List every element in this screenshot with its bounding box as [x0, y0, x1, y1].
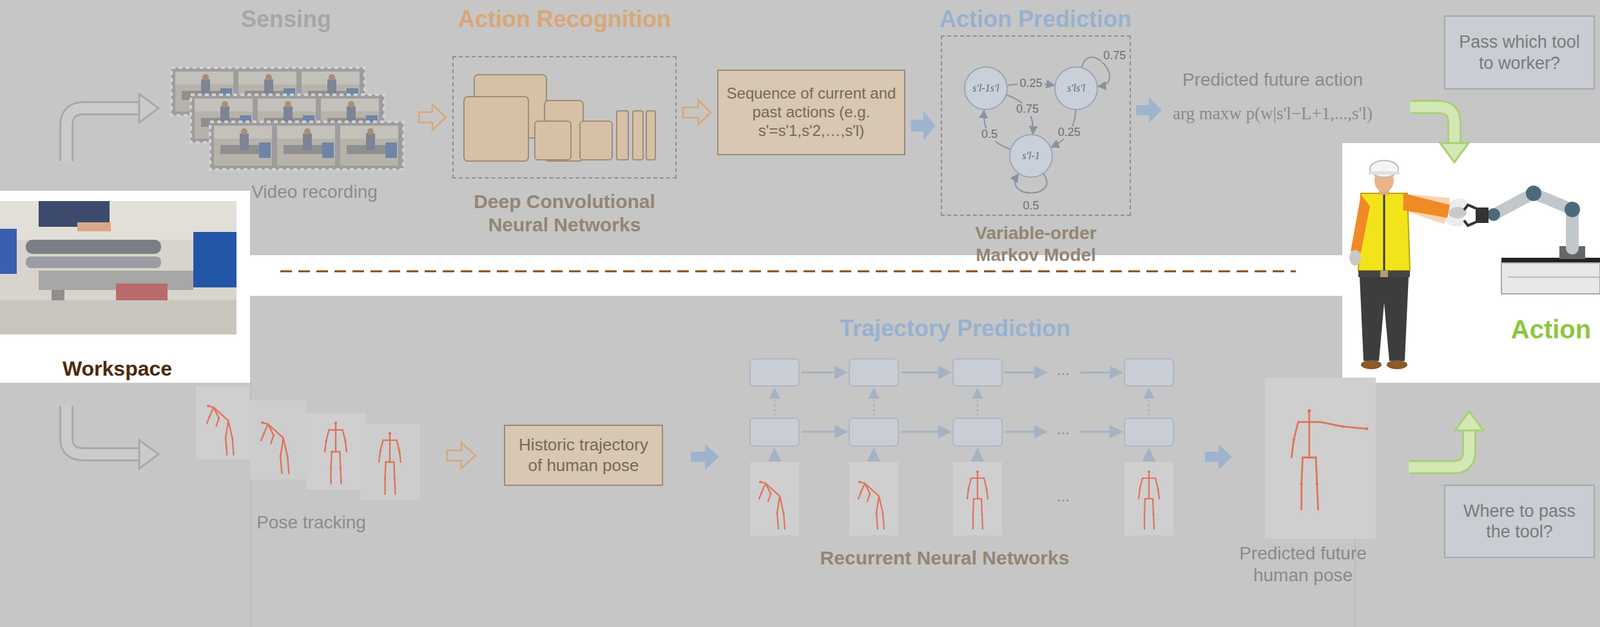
- edge-label: 0.25: [1017, 77, 1044, 91]
- state-circle: s'l-1: [1009, 134, 1053, 178]
- output-caption: Predicted future action: [1182, 68, 1363, 91]
- action-title: Action: [1511, 313, 1591, 345]
- caption: Recurrent Neural Networks: [820, 546, 1070, 570]
- output-caption: Predicted future human pose: [1219, 542, 1387, 586]
- section-title: Action Recognition: [458, 5, 671, 33]
- workspace-caption: Workspace: [62, 356, 173, 381]
- state-circle: s'l-1s'l: [963, 66, 1008, 111]
- node-label: Sequence of current and past actions (e.…: [726, 84, 897, 140]
- flow-arrow: [911, 113, 935, 138]
- caption: Pose tracking: [256, 511, 367, 534]
- flow-arrow: [683, 100, 711, 126]
- formula: arg maxw p(w|s'l−L+1,...,s'l): [1172, 103, 1373, 124]
- edge-label: 0.75: [1014, 103, 1041, 116]
- ellipsis: ...: [1056, 360, 1070, 380]
- node-label: Pass which tool to worker?: [1453, 31, 1586, 74]
- history-box: Historic trajectory of human pose: [503, 424, 664, 486]
- sequence-box: Sequence of current and past actions (e.…: [717, 69, 906, 156]
- state-circle: s'ls'l: [1054, 66, 1099, 111]
- question-box: Where to pass the tool?: [1444, 484, 1595, 559]
- node-label: s'l-1s'l: [972, 83, 1000, 94]
- edge-label: 0.75: [1101, 49, 1128, 63]
- ellipsis: ...: [1056, 420, 1070, 439]
- caption: Video recording: [251, 181, 378, 203]
- node-label: Where to pass the tool?: [1453, 500, 1586, 543]
- node-caption: Variable-order Markov Model: [958, 222, 1114, 266]
- cnn-box: Deep Convolutional Neural Networks: [452, 56, 677, 179]
- section-title: Trajectory Prediction: [839, 314, 1071, 343]
- ellipsis: ...: [1056, 487, 1070, 506]
- section-title: Sensing: [240, 5, 332, 33]
- edge-label: 0.5: [979, 128, 1000, 142]
- node-label: s'ls'l: [1067, 83, 1086, 94]
- node-caption: Deep Convolutional Neural Networks: [461, 190, 668, 237]
- markov-box: Variable-order Markov Models'l-1s'ls'ls'…: [940, 35, 1131, 216]
- node-label: Historic trajectory of human pose: [512, 434, 655, 475]
- question-box: Pass which tool to worker?: [1444, 15, 1595, 90]
- edge-label: 0.5: [1020, 199, 1041, 213]
- edge-label: 0.25: [1056, 126, 1083, 140]
- node-label: s'l-1: [1021, 150, 1040, 162]
- section-title: Action Prediction: [939, 5, 1132, 33]
